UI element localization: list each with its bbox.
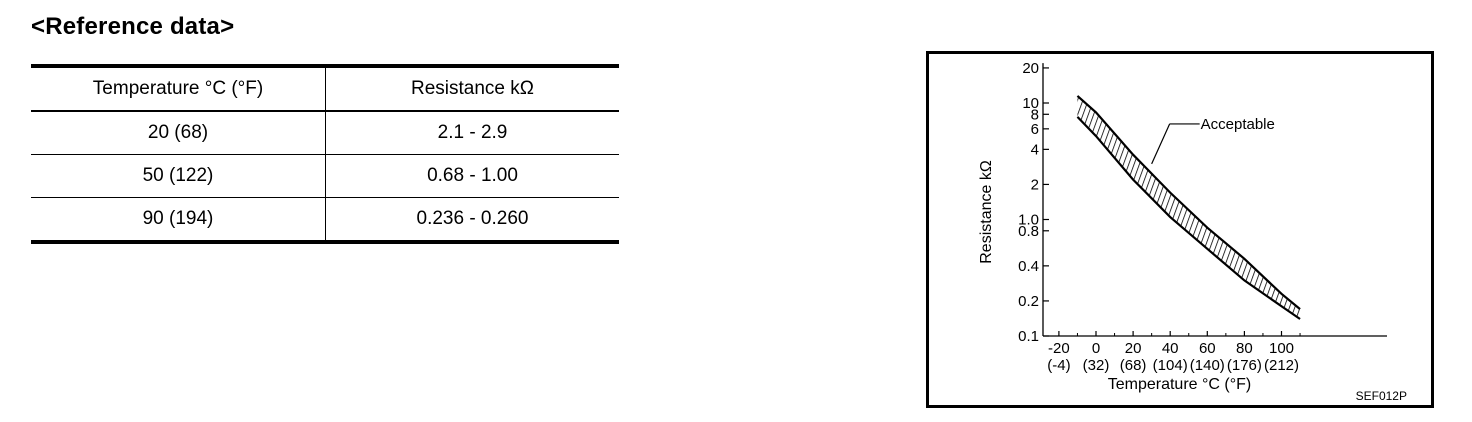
resistance-temperature-chart: 0.10.20.40.81.024681020-20(-4)0(32)20(68… xyxy=(978,60,1407,403)
x-tick-label-celsius: 0 xyxy=(1092,340,1100,357)
table-row: 90 (194) 0.236 - 0.260 xyxy=(31,197,619,243)
temperature-cell: 50 (122) xyxy=(31,154,326,198)
reference-data-table: Temperature °C (°F) Resistance kΩ 20 (68… xyxy=(31,64,619,244)
x-tick-label-fahrenheit: (104) xyxy=(1153,357,1188,374)
table-header-row: Temperature °C (°F) Resistance kΩ xyxy=(31,66,619,112)
temperature-cell: 20 (68) xyxy=(31,111,326,155)
x-tick-label-fahrenheit: (-4) xyxy=(1047,357,1070,374)
x-tick-label-fahrenheit: (32) xyxy=(1083,357,1110,374)
y-tick-label: 2 xyxy=(1031,176,1039,193)
x-tick-label-celsius: 40 xyxy=(1162,340,1179,357)
y-tick-label: 8 xyxy=(1031,106,1039,123)
resistance-cell: 2.1 - 2.9 xyxy=(325,111,619,155)
resistance-cell: 0.68 - 1.00 xyxy=(325,154,619,198)
x-tick-label-fahrenheit: (68) xyxy=(1120,357,1147,374)
y-tick-label: 4 xyxy=(1031,141,1039,158)
x-tick-label-fahrenheit: (212) xyxy=(1264,357,1299,374)
x-tick-label-celsius: 80 xyxy=(1236,340,1253,357)
y-tick-label: 20 xyxy=(1022,60,1039,77)
y-tick-label: 0.2 xyxy=(1018,293,1039,310)
x-tick-label-celsius: 60 xyxy=(1199,340,1216,357)
resistance-cell: 0.236 - 0.260 xyxy=(325,197,619,243)
x-tick-label-fahrenheit: (176) xyxy=(1227,357,1262,374)
acceptable-annotation: Acceptable xyxy=(1201,116,1275,133)
x-tick-label-fahrenheit: (140) xyxy=(1190,357,1225,374)
x-tick-label-celsius: -20 xyxy=(1048,340,1070,357)
y-tick-label: 0.8 xyxy=(1018,223,1039,240)
y-tick-label: 6 xyxy=(1031,121,1039,138)
upper-limit-line xyxy=(1076,95,1301,311)
reference-data-heading: <Reference data> xyxy=(31,13,235,40)
y-tick-label: 10 xyxy=(1022,95,1039,112)
y-tick-label: 0.1 xyxy=(1018,328,1039,345)
temperature-column-header: Temperature °C (°F) xyxy=(31,66,326,112)
acceptable-range-band xyxy=(1077,95,1301,319)
table-row: 50 (122) 0.68 - 1.00 xyxy=(31,154,619,198)
x-axis-title: Temperature °C (°F) xyxy=(1108,376,1252,393)
x-tick-label-celsius: 100 xyxy=(1269,340,1294,357)
temperature-cell: 90 (194) xyxy=(31,197,326,243)
y-axis-title: Resistance kΩ xyxy=(978,160,995,264)
annotation-leader xyxy=(1151,123,1171,165)
y-tick-label: 1.0 xyxy=(1018,212,1039,229)
figure-code: SEF012P xyxy=(1356,389,1407,403)
y-tick-label: 0.4 xyxy=(1018,258,1039,275)
resistance-column-header: Resistance kΩ xyxy=(325,66,619,112)
x-tick-label-celsius: 20 xyxy=(1125,340,1142,357)
table-row: 20 (68) 2.1 - 2.9 xyxy=(31,111,619,155)
lower-limit-line xyxy=(1076,116,1301,320)
